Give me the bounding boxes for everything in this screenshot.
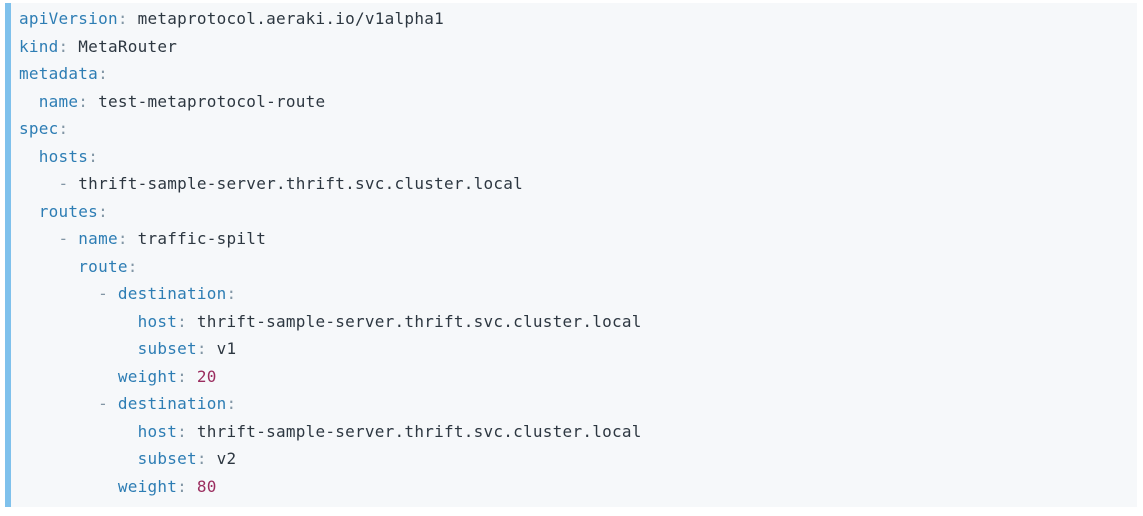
token-punct: : bbox=[196, 449, 217, 468]
code-pre: apiVersion: metaprotocol.aeraki.io/v1alp… bbox=[19, 5, 1127, 500]
token-key: destination bbox=[117, 284, 227, 303]
code-line: spec: bbox=[19, 115, 1127, 143]
token-punct: : bbox=[117, 229, 138, 248]
token-plain: thrift-sample-server.thrift.svc.cluster.… bbox=[196, 311, 642, 331]
token-key: host bbox=[137, 311, 178, 331]
token-punct: : bbox=[58, 119, 69, 138]
code-line: - thrift-sample-server.thrift.svc.cluste… bbox=[19, 170, 1127, 198]
code-line: subset: v2 bbox=[19, 445, 1127, 473]
token-plain bbox=[19, 92, 39, 111]
token-plain: traffic-spilt bbox=[137, 229, 267, 248]
code-line: name: test-metaprotocol-route bbox=[19, 88, 1127, 116]
token-plain bbox=[19, 449, 138, 468]
code-line: - destination: bbox=[19, 280, 1127, 308]
code-line: weight: 80 bbox=[19, 473, 1127, 501]
token-punct: : bbox=[78, 91, 99, 111]
token-punct: - bbox=[98, 284, 118, 303]
token-punct: : bbox=[196, 339, 217, 358]
code-line: subset: v1 bbox=[19, 335, 1127, 363]
token-key: hosts bbox=[38, 146, 89, 166]
token-plain bbox=[19, 202, 39, 221]
token-punct: - bbox=[58, 229, 79, 248]
token-plain bbox=[19, 174, 59, 193]
token-key: name bbox=[38, 91, 79, 111]
token-plain: MetaRouter bbox=[78, 36, 178, 56]
token-plain bbox=[19, 257, 78, 276]
code-line: host: thrift-sample-server.thrift.svc.cl… bbox=[19, 308, 1127, 336]
token-key: destination bbox=[117, 394, 227, 413]
token-plain bbox=[19, 339, 138, 358]
token-key: apiVersion bbox=[19, 9, 118, 28]
token-punct: : bbox=[177, 366, 197, 386]
token-plain bbox=[19, 477, 118, 496]
token-plain bbox=[19, 312, 138, 331]
token-punct: : bbox=[58, 36, 79, 56]
code-line: routes: bbox=[19, 198, 1127, 226]
token-key: kind bbox=[19, 36, 59, 56]
code-line: hosts: bbox=[19, 143, 1127, 171]
code-line: metadata: bbox=[19, 60, 1127, 88]
token-plain bbox=[19, 229, 59, 248]
code-line: - destination: bbox=[19, 390, 1127, 418]
token-plain bbox=[19, 394, 98, 413]
token-punct: - bbox=[58, 174, 79, 193]
yaml-code-block: apiVersion: metaprotocol.aeraki.io/v1alp… bbox=[5, 3, 1137, 507]
token-key: weight bbox=[117, 476, 178, 496]
token-key: route bbox=[78, 256, 128, 276]
code-line: kind: MetaRouter bbox=[19, 33, 1127, 61]
token-key: subset bbox=[137, 339, 197, 358]
token-punct: : bbox=[117, 9, 138, 28]
token-key: weight bbox=[117, 366, 178, 386]
code-line: - name: traffic-spilt bbox=[19, 225, 1127, 253]
token-punct: - bbox=[98, 394, 118, 413]
code-content: apiVersion: metaprotocol.aeraki.io/v1alp… bbox=[19, 5, 1127, 500]
token-punct: : bbox=[226, 284, 237, 303]
token-punct: : bbox=[127, 256, 138, 276]
token-punct: : bbox=[177, 421, 197, 441]
token-punct: : bbox=[98, 201, 108, 221]
code-line: weight: 20 bbox=[19, 363, 1127, 391]
code-line: route: bbox=[19, 253, 1127, 281]
token-plain bbox=[19, 284, 98, 303]
token-num: 80 bbox=[196, 476, 217, 496]
token-plain: v1 bbox=[216, 339, 237, 358]
token-punct: : bbox=[88, 146, 99, 166]
token-plain: thrift-sample-server.thrift.svc.cluster.… bbox=[78, 174, 524, 193]
token-punct: : bbox=[177, 311, 197, 331]
token-punct: : bbox=[226, 394, 237, 413]
token-plain bbox=[19, 422, 138, 441]
token-num: 20 bbox=[196, 366, 217, 386]
token-key: host bbox=[137, 421, 178, 441]
token-key: spec bbox=[19, 119, 59, 138]
token-key: subset bbox=[137, 449, 197, 468]
code-line: apiVersion: metaprotocol.aeraki.io/v1alp… bbox=[19, 5, 1127, 33]
token-plain: metaprotocol.aeraki.io/v1alpha1 bbox=[137, 9, 444, 28]
token-plain: thrift-sample-server.thrift.svc.cluster.… bbox=[196, 421, 642, 441]
token-punct: : bbox=[177, 476, 197, 496]
token-punct: : bbox=[98, 64, 108, 83]
token-plain bbox=[19, 147, 39, 166]
token-plain: v2 bbox=[216, 449, 237, 468]
code-line: host: thrift-sample-server.thrift.svc.cl… bbox=[19, 418, 1127, 446]
token-plain bbox=[19, 367, 118, 386]
token-plain: test-metaprotocol-route bbox=[98, 91, 326, 111]
token-key: metadata bbox=[19, 64, 99, 83]
token-key: name bbox=[78, 229, 118, 248]
token-key: routes bbox=[38, 201, 99, 221]
